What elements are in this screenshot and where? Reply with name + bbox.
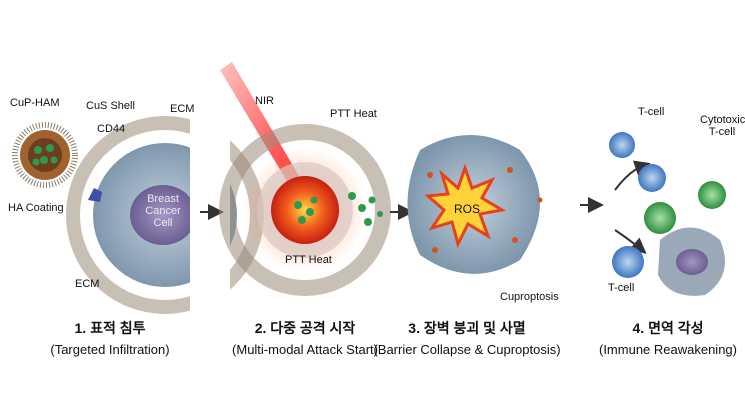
ros-burst <box>424 163 507 249</box>
ha-coating <box>12 122 78 188</box>
panel-4-immune <box>609 132 726 296</box>
caption-title: 3. 장벽 붕괴 및 사멸 <box>408 320 526 336</box>
released-payload <box>348 192 383 226</box>
nucleus <box>130 185 196 245</box>
label-t-cell-bottom: T-cell <box>608 282 635 294</box>
label-nir: NIR <box>255 95 274 107</box>
caption-step-3: 3. 장벽 붕괴 및 사멸 (Barrier Collapse & Cuprop… <box>347 318 587 357</box>
caption-subtitle: (Barrier Collapse & Cuproptosis) <box>373 342 561 357</box>
label-ha-coating: HA Coating <box>8 202 64 214</box>
cytotoxic-t-cell <box>698 181 726 209</box>
label-t-cell-top: T-cell <box>638 106 665 118</box>
label-cuproptosis: Cuproptosis <box>500 291 559 303</box>
label-ecm-top: ECM <box>170 103 195 115</box>
caption-step-2: 2. 다중 공격 시작 (Multi-modal Attack Start) <box>185 318 425 357</box>
label-cytotoxic-t-cell: Cytotoxic T-cell <box>700 114 745 138</box>
label-ptt-heat-bottom: PTT Heat <box>285 254 332 266</box>
payload-dots <box>32 144 58 166</box>
caption-step-1: 1. 표적 침투 (Targeted Infiltration) <box>0 318 230 357</box>
caption-title: 4. 면역 각성 <box>632 320 704 336</box>
caption-step-4: 4. 면역 각성 (Immune Reawakening) <box>548 318 745 357</box>
caption-subtitle: (Targeted Infiltration) <box>50 342 170 357</box>
label-ros: ROS <box>454 202 481 216</box>
heated-nanoparticle <box>271 176 339 244</box>
cytotoxic-t-cell <box>644 202 676 234</box>
label-cd44: CD44 <box>97 123 126 135</box>
panel-3-collapse <box>407 135 543 274</box>
label-breast-cancer-cell: Breast Cancer Cell <box>145 193 181 229</box>
cd44-receptor <box>88 188 102 202</box>
caption-title: 2. 다중 공격 시작 <box>254 320 356 336</box>
panel-2-attack <box>219 62 391 296</box>
caption-subtitle: (Multi-modal Attack Start) <box>232 342 378 357</box>
label-ptt-heat-top: PTT Heat <box>330 108 377 120</box>
caption-title: 1. 표적 침투 <box>74 320 146 336</box>
caption-subtitle: (Immune Reawakening) <box>598 342 737 357</box>
label-cup-ham: CuP-HAM <box>10 97 60 109</box>
label-ecm-bottom: ECM <box>75 278 100 290</box>
label-cus-shell: CuS Shell <box>86 100 135 112</box>
t-cell <box>638 164 666 192</box>
t-cell <box>609 132 635 158</box>
t-cell <box>612 246 644 278</box>
